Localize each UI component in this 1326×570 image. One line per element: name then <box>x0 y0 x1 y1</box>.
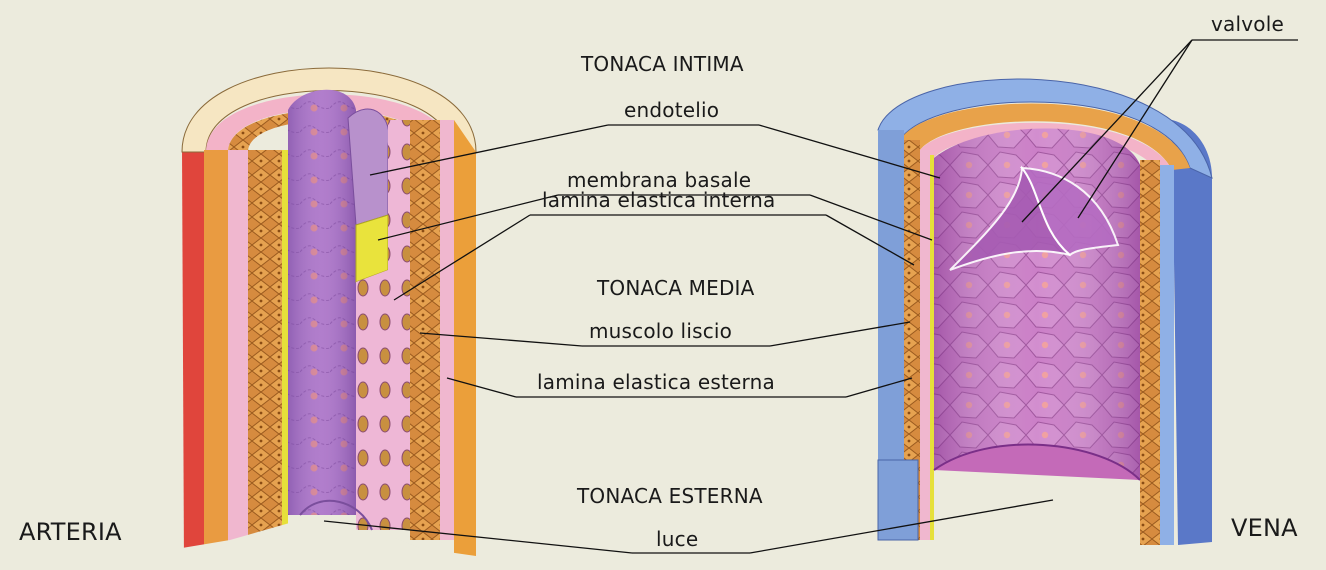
label-tonaca-media: TONACA MEDIA <box>597 276 755 300</box>
label-vena: VENA <box>1231 514 1298 542</box>
label-muscolo-liscio: muscolo liscio <box>589 319 732 343</box>
label-tonaca-intima: TONACA INTIMA <box>581 52 744 76</box>
label-lamina-elastica-esterna: lamina elastica esterna <box>537 370 775 394</box>
artery-drawing <box>182 68 476 566</box>
label-endotelio: endotelio <box>624 98 719 122</box>
label-arteria: ARTERIA <box>19 518 122 546</box>
label-tonaca-esterna: TONACA ESTERNA <box>577 484 763 508</box>
label-lamina-elastica-interna: lamina elastica interna <box>542 188 775 212</box>
label-valvole: valvole <box>1211 12 1284 36</box>
label-luce: luce <box>656 527 698 551</box>
vein-drawing <box>878 79 1212 566</box>
